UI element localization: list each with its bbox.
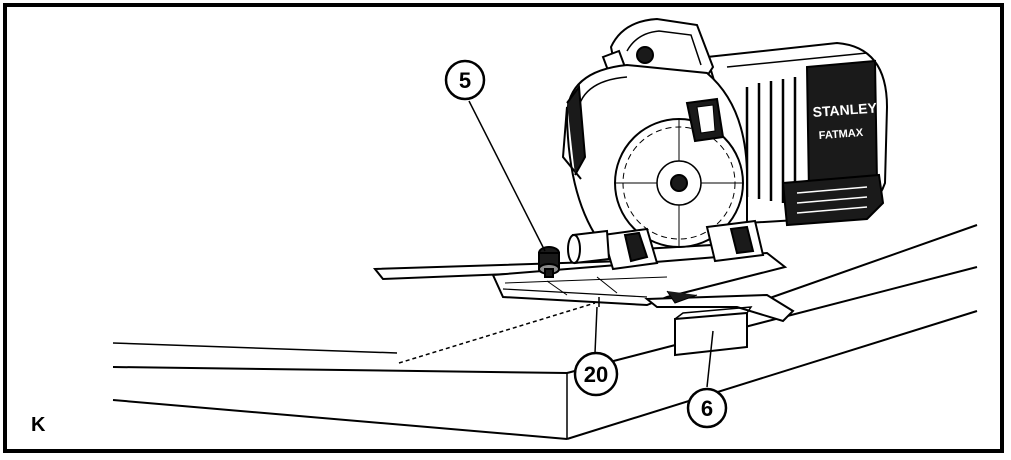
callout-leaders [468, 100, 714, 388]
workpiece-board [112, 224, 978, 440]
circular-saw-icon [561, 17, 889, 271]
instruction-figure: STANLEY FATMAX 5 20 6 K [3, 3, 1004, 453]
callout-20-label: 20 [584, 362, 608, 387]
callout-20: 20 [573, 351, 619, 397]
figure-drawing: STANLEY FATMAX 5 20 6 K [31, 17, 978, 440]
bevel-knob-icon [538, 246, 560, 278]
brand-secondary-text: FATMAX [818, 127, 864, 142]
callout-6: 6 [686, 387, 728, 429]
callout-5-label: 5 [459, 68, 471, 93]
callout-6-label: 6 [701, 396, 713, 421]
brand-primary-text: STANLEY [812, 100, 878, 120]
saw-base-plate [372, 251, 795, 357]
panel-letter: K [31, 414, 46, 436]
callout-5: 5 [444, 59, 486, 101]
